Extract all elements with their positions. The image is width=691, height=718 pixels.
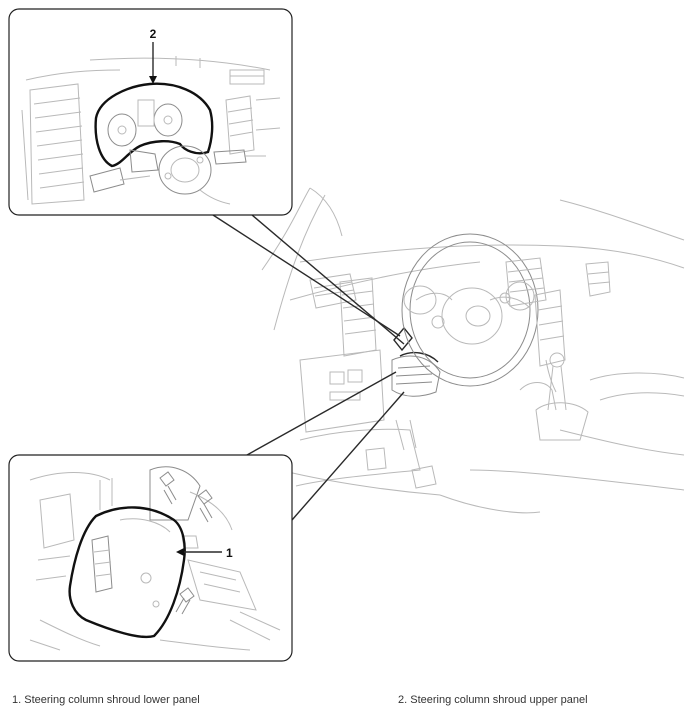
upper-shroud-panel-outline bbox=[94, 82, 214, 168]
lower-panel-detail-inset: 1 bbox=[8, 454, 293, 662]
leader-lines bbox=[212, 214, 405, 521]
dashboard-overview-illustration bbox=[261, 187, 685, 514]
caption-upper-panel: 2. Steering column shroud upper panel bbox=[398, 694, 588, 706]
caption-lower-panel: 1. Steering column shroud lower panel bbox=[12, 694, 200, 706]
lower-shroud-panel-outline bbox=[68, 506, 186, 639]
upper-panel-detail-inset: 2 bbox=[8, 8, 293, 216]
callout-number-1: 1 bbox=[226, 546, 233, 560]
callout-number-2: 2 bbox=[150, 27, 157, 41]
